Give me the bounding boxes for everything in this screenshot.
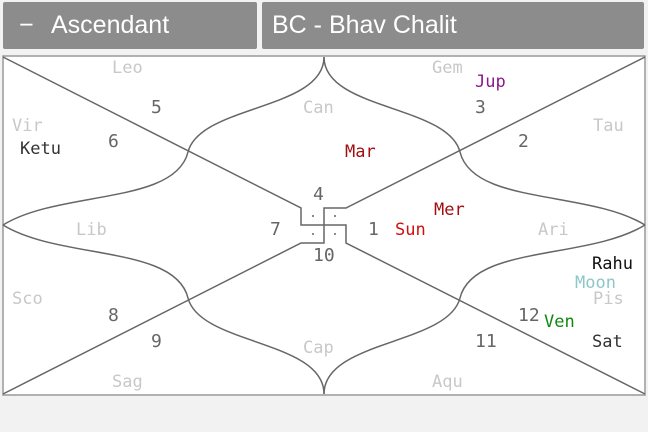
planet-sat: Sat: [592, 332, 623, 352]
chart-type-label: BC - Bhav Chalit: [272, 11, 457, 39]
sign-sag: Sag: [112, 372, 143, 392]
sign-cap: Cap: [303, 338, 334, 358]
sign-ari: Ari: [538, 220, 569, 240]
planet-jup: Jup: [475, 72, 506, 92]
house-7: 7: [270, 219, 281, 240]
sign-tau: Tau: [593, 116, 624, 136]
sign-leo: Leo: [112, 58, 143, 78]
planet-moon: Moon: [575, 273, 616, 293]
ascendant-button[interactable]: −Ascendant: [3, 2, 257, 49]
sign-gem: Gem: [432, 58, 463, 78]
house-12: 12: [518, 305, 540, 326]
house-9: 9: [151, 331, 162, 352]
minus-icon: −: [19, 11, 34, 39]
house-3: 3: [475, 97, 486, 118]
sign-aqu: Aqu: [432, 372, 463, 392]
house-11: 11: [475, 331, 497, 352]
sign-pis: Pis: [593, 289, 624, 309]
house-8: 8: [108, 305, 119, 326]
planet-rahu: Rahu: [592, 254, 633, 274]
planet-ven: Ven: [544, 312, 575, 332]
center-dots: [312, 215, 336, 235]
house-2: 2: [518, 131, 529, 152]
sign-can: Can: [303, 98, 334, 118]
planet-sun: Sun: [395, 220, 426, 240]
sign-vir: Vir: [12, 116, 43, 136]
planet-mar: Mar: [345, 142, 376, 162]
sign-lib: Lib: [76, 220, 107, 240]
house-4: 4: [313, 184, 324, 205]
house-5: 5: [151, 97, 162, 118]
sign-sco: Sco: [12, 289, 43, 309]
chart-type-selector[interactable]: BC - Bhav Chalit: [262, 2, 644, 49]
house-1: 1: [368, 219, 379, 240]
house-10: 10: [313, 245, 335, 266]
ascendant-label: Ascendant: [51, 11, 170, 39]
house-6: 6: [108, 131, 119, 152]
chart-lines: [2, 56, 646, 395]
planet-mer: Mer: [434, 200, 465, 220]
planet-ketu: Ketu: [20, 139, 61, 159]
